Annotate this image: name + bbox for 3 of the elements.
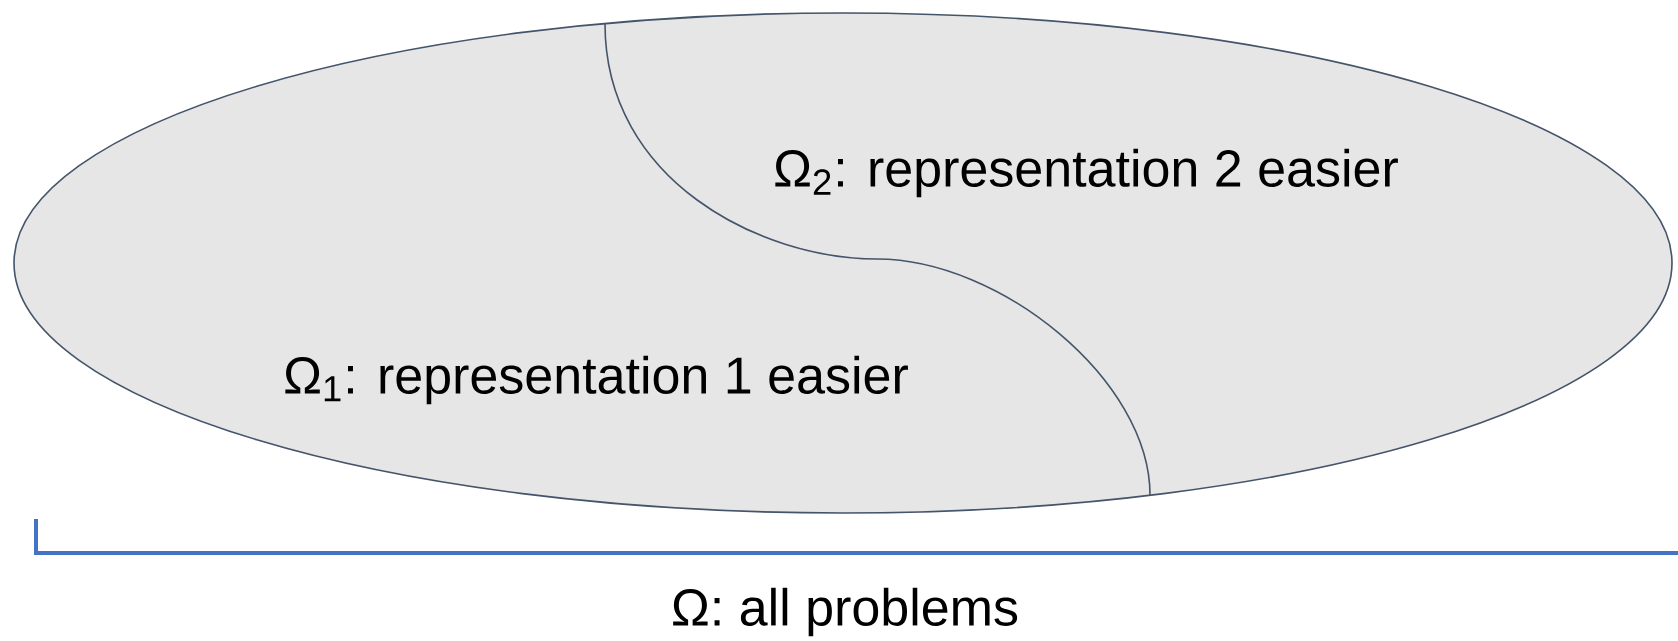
set-label: Ω: all problems (673, 587, 1018, 637)
region-label: Ω$_{2}$: representation 2 easier (775, 148, 1398, 198)
region-label: Ω$_{1}$: representation 1 easier (285, 355, 908, 405)
